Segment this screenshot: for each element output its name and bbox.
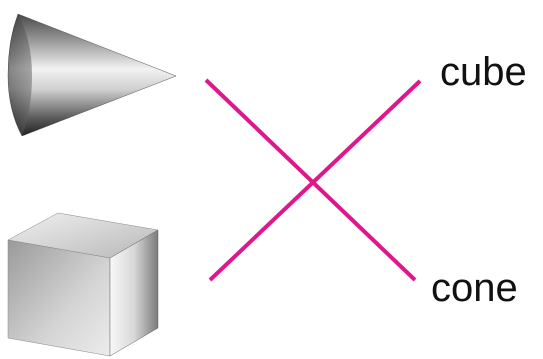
cone-icon bbox=[8, 14, 176, 136]
connector-line-cube bbox=[210, 81, 420, 280]
connector-line-cone bbox=[206, 80, 415, 280]
label-cone: cone bbox=[431, 268, 518, 308]
label-cube: cube bbox=[440, 52, 527, 92]
cube-icon bbox=[8, 213, 158, 356]
